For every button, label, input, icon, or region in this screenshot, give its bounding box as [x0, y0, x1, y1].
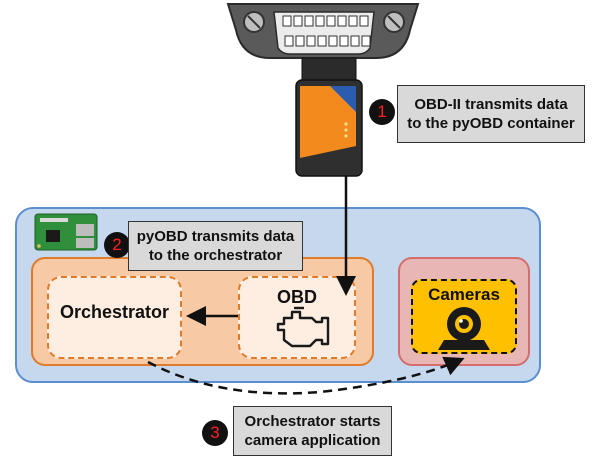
step-2-line-1: pyOBD transmits data	[136, 228, 295, 245]
step-1-callout: OBD-II transmits data to the pyOBD conta…	[397, 85, 585, 143]
orchestrator-to-cameras-arrow	[147, 356, 465, 395]
orchestrator-box	[47, 276, 182, 359]
step-2-line-2: to the orchestrator	[148, 247, 283, 264]
step-3-marker: 3	[202, 420, 228, 446]
raspberry-pi-icon	[34, 213, 98, 251]
step-2-marker: 2	[104, 232, 130, 258]
step-1-line-2: to the pyOBD container	[407, 115, 575, 132]
webcam-icon	[438, 307, 490, 350]
step-1-line-1: OBD-II transmits data	[414, 96, 568, 113]
cameras-label: Cameras	[428, 285, 500, 304]
step-3-callout: Orchestrator starts camera application	[233, 406, 392, 456]
engine-icon	[276, 306, 330, 348]
step-3-line-2: camera application	[244, 432, 381, 449]
orchestrator-label: Orchestrator	[59, 302, 170, 322]
obd-label: OBD	[277, 287, 317, 307]
obd-ii-port-icon	[226, 3, 420, 59]
step-3-line-1: Orchestrator starts	[244, 413, 381, 430]
step-1-marker: 1	[369, 99, 395, 125]
elm327-adapter-icon	[295, 57, 363, 177]
step-2-callout: pyOBD transmits data to the orchestrator	[128, 221, 303, 271]
